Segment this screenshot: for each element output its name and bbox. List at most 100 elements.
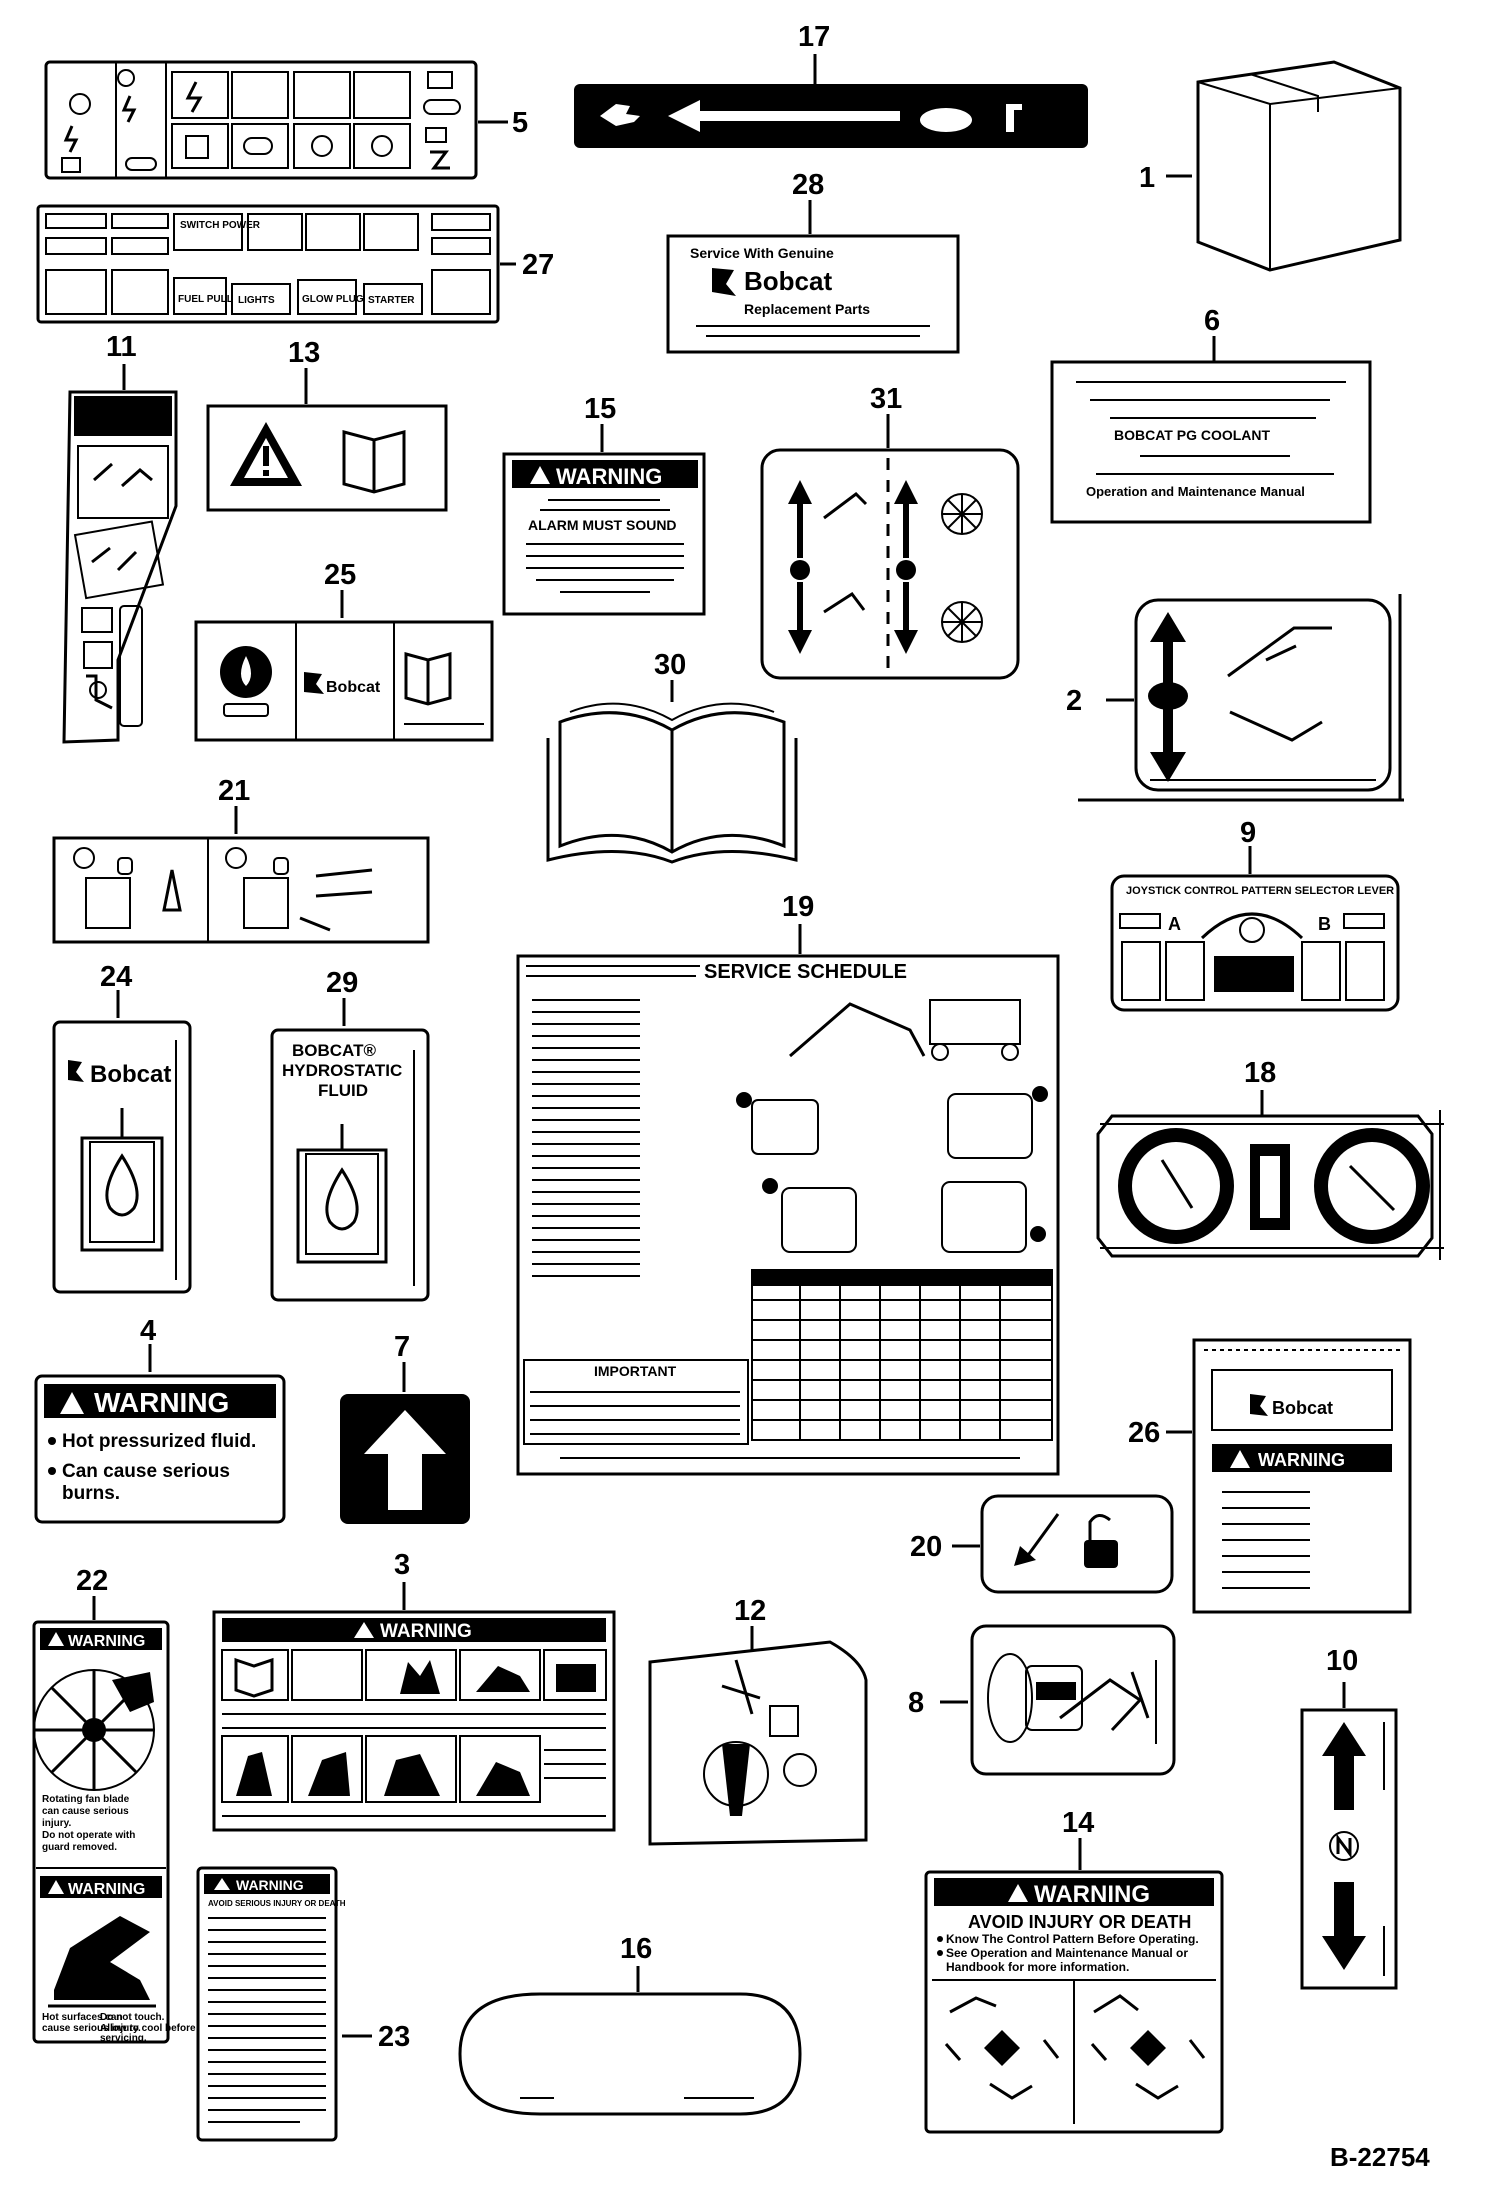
callout-31: 31: [870, 383, 902, 415]
part-1-box: [1166, 60, 1402, 272]
label-lights: LIGHTS: [238, 295, 275, 306]
decal-14-header: WARNING: [1034, 1881, 1150, 1908]
callout-16: 16: [620, 1933, 652, 1965]
decal-7-arrow: [340, 1362, 470, 1524]
callout-21: 21: [218, 775, 250, 807]
decal-26-brand: Bobcat: [1272, 1398, 1333, 1418]
decal-15-line: ALARM MUST SOUND: [528, 517, 677, 533]
decal-31-control-pattern: [760, 414, 1020, 680]
callout-28: 28: [792, 169, 824, 201]
decal-14-bullet1: Know The Control Pattern Before Operatin…: [946, 1932, 1199, 1946]
callout-6: 6: [1204, 305, 1220, 337]
decal-14-avoid-injury-warning: WARNING AVOID INJURY OR DEATH Know The C…: [924, 1838, 1224, 2134]
callout-25: 25: [324, 559, 356, 591]
decal-3-header: WARNING: [380, 1621, 472, 1642]
decal-6-coolant: BOBCAT PG COOLANT Operation and Maintena…: [1050, 336, 1372, 524]
callout-18: 18: [1244, 1057, 1276, 1089]
decal-22-text-top1: Rotating fan blade: [42, 1794, 130, 1805]
decal-22-header-top: WARNING: [68, 1633, 145, 1650]
decal-23-warning-text: WARNING AVOID SERIOUS INJURY OR DEATH: [196, 1866, 372, 2142]
decal-9-b: B: [1318, 914, 1331, 934]
decal-27-key-panel: SWITCH POWER FUEL PULL LIGHTS GLOW PLUG …: [36, 204, 516, 324]
callout-1: 1: [1139, 162, 1155, 194]
callout-26: 26: [1128, 1417, 1160, 1449]
decal-22-text-bot4: Allow to cool before: [100, 2023, 196, 2034]
decal-22-fan-hot-warning: WARNING Rotating fan blade can cause ser…: [32, 1596, 196, 2044]
callout-5: 5: [512, 107, 528, 139]
callout-9: 9: [1240, 817, 1256, 849]
callout-4: 4: [140, 1315, 156, 1347]
label-fuel-pull: FUEL PULL: [178, 294, 233, 305]
decal-22-header-bottom: WARNING: [68, 1881, 145, 1898]
decal-11-control-console: [62, 364, 178, 744]
decal-21-lock: [52, 806, 430, 944]
decal-22-text-bot5: servicing.: [100, 2033, 147, 2044]
callout-11: 11: [106, 331, 137, 363]
decal-28-line2: Replacement Parts: [744, 301, 870, 317]
decal-19-important: IMPORTANT: [594, 1363, 677, 1379]
decal-12-key-switch: [648, 1626, 868, 1846]
decal-16-oval: [458, 1966, 802, 2116]
decal-29-line3: FLUID: [318, 1081, 368, 1100]
decal-25-brand: Bobcat: [326, 679, 381, 696]
decal-9-title: JOYSTICK CONTROL PATTERN SELECTOR LEVER: [1126, 885, 1394, 897]
document-reference: B-22754: [1330, 2142, 1430, 2172]
decal-28-brand: Bobcat: [744, 266, 832, 296]
callout-22: 22: [76, 1565, 108, 1597]
decal-19-service-schedule: SERVICE SCHEDULE: [516, 924, 1060, 1476]
decal-14-bullet2: See Operation and Maintenance Manual or: [946, 1946, 1188, 1960]
decal-3-multi-warning: WARNING: [212, 1582, 616, 1832]
decal-9-pattern-selector: JOYSTICK CONTROL PATTERN SELECTOR LEVER …: [1110, 846, 1400, 1012]
decal-15-alarm-warning: WARNING ALARM MUST SOUND: [502, 424, 706, 616]
decal-29-line2: HYDROSTATIC: [282, 1061, 402, 1080]
decal-15-header: WARNING: [556, 464, 662, 489]
decal-14-sub: AVOID INJURY OR DEATH: [968, 1912, 1191, 1932]
decal-17-speed-arrow: [574, 54, 1088, 148]
decal-22-text-top2: can cause serious: [42, 1806, 129, 1817]
decal-24-fluid: Bobcat: [52, 990, 192, 1294]
decal-28-line1: Service With Genuine: [690, 245, 834, 261]
callout-23: 23: [378, 2021, 410, 2053]
decal-2-boom-control: [1078, 594, 1404, 802]
decal-13-caution-manual: [206, 368, 448, 512]
decal-22-text-top3: injury.: [42, 1818, 71, 1829]
label-starter: STARTER: [368, 295, 415, 306]
callout-27: 27: [522, 249, 554, 281]
decal-6-line1: BOBCAT PG COOLANT: [1114, 427, 1271, 443]
decal-23-sub: AVOID SERIOUS INJURY OR DEATH: [208, 1899, 346, 1908]
decal-29-line1: BOBCAT®: [292, 1041, 376, 1060]
decal-29-hydrostatic-fluid: BOBCAT® HYDROSTATIC FLUID: [270, 998, 430, 1302]
decal-22-text-top4: Do not operate with: [42, 1830, 135, 1841]
callout-2: 2: [1066, 685, 1082, 717]
callout-20: 20: [910, 1531, 942, 1563]
part-18-gauge-housing: [1096, 1090, 1444, 1260]
decal-14-bullet3: Handbook for more information.: [946, 1960, 1129, 1974]
callout-numbers: 1 2 3 4 5 6 7 8 9 10 11 12 13 14 15 16 1…: [76, 21, 1358, 2053]
decal-22-text-bot2: cause serious injury.: [42, 2023, 141, 2034]
decal-19-title: SERVICE SCHEDULE: [704, 961, 907, 983]
decal-25-service-manual: Bobcat: [194, 590, 494, 742]
callout-15: 15: [584, 393, 616, 425]
decal-23-header: WARNING: [236, 1877, 304, 1893]
callout-29: 29: [326, 967, 358, 999]
callout-17: 17: [798, 21, 830, 53]
decal-24-brand: Bobcat: [90, 1061, 171, 1088]
decal-4-line2: Can cause serious: [62, 1461, 230, 1482]
callout-12: 12: [734, 1595, 766, 1627]
decal-28-genuine-parts: Service With Genuine Bobcat Replacement …: [666, 200, 960, 354]
decal-6-line2: Operation and Maintenance Manual: [1086, 484, 1305, 499]
decal-9-a: A: [1168, 914, 1181, 934]
callout-8: 8: [908, 1687, 924, 1719]
decal-22-text-top5: guard removed.: [42, 1842, 117, 1853]
decal-5-switch-panel: [44, 60, 508, 180]
label-glow-plug: GLOW PLUG: [302, 294, 364, 305]
callout-30: 30: [654, 649, 686, 681]
part-30-operator-manual: [546, 680, 798, 864]
decal-26-header: WARNING: [1258, 1450, 1345, 1470]
label-switch-power: SWITCH POWER: [180, 220, 261, 231]
decal-26-warning-booklet: Bobcat WARNING: [1166, 1338, 1412, 1614]
callout-3: 3: [394, 1549, 410, 1581]
decal-4-line3: burns.: [62, 1483, 120, 1504]
